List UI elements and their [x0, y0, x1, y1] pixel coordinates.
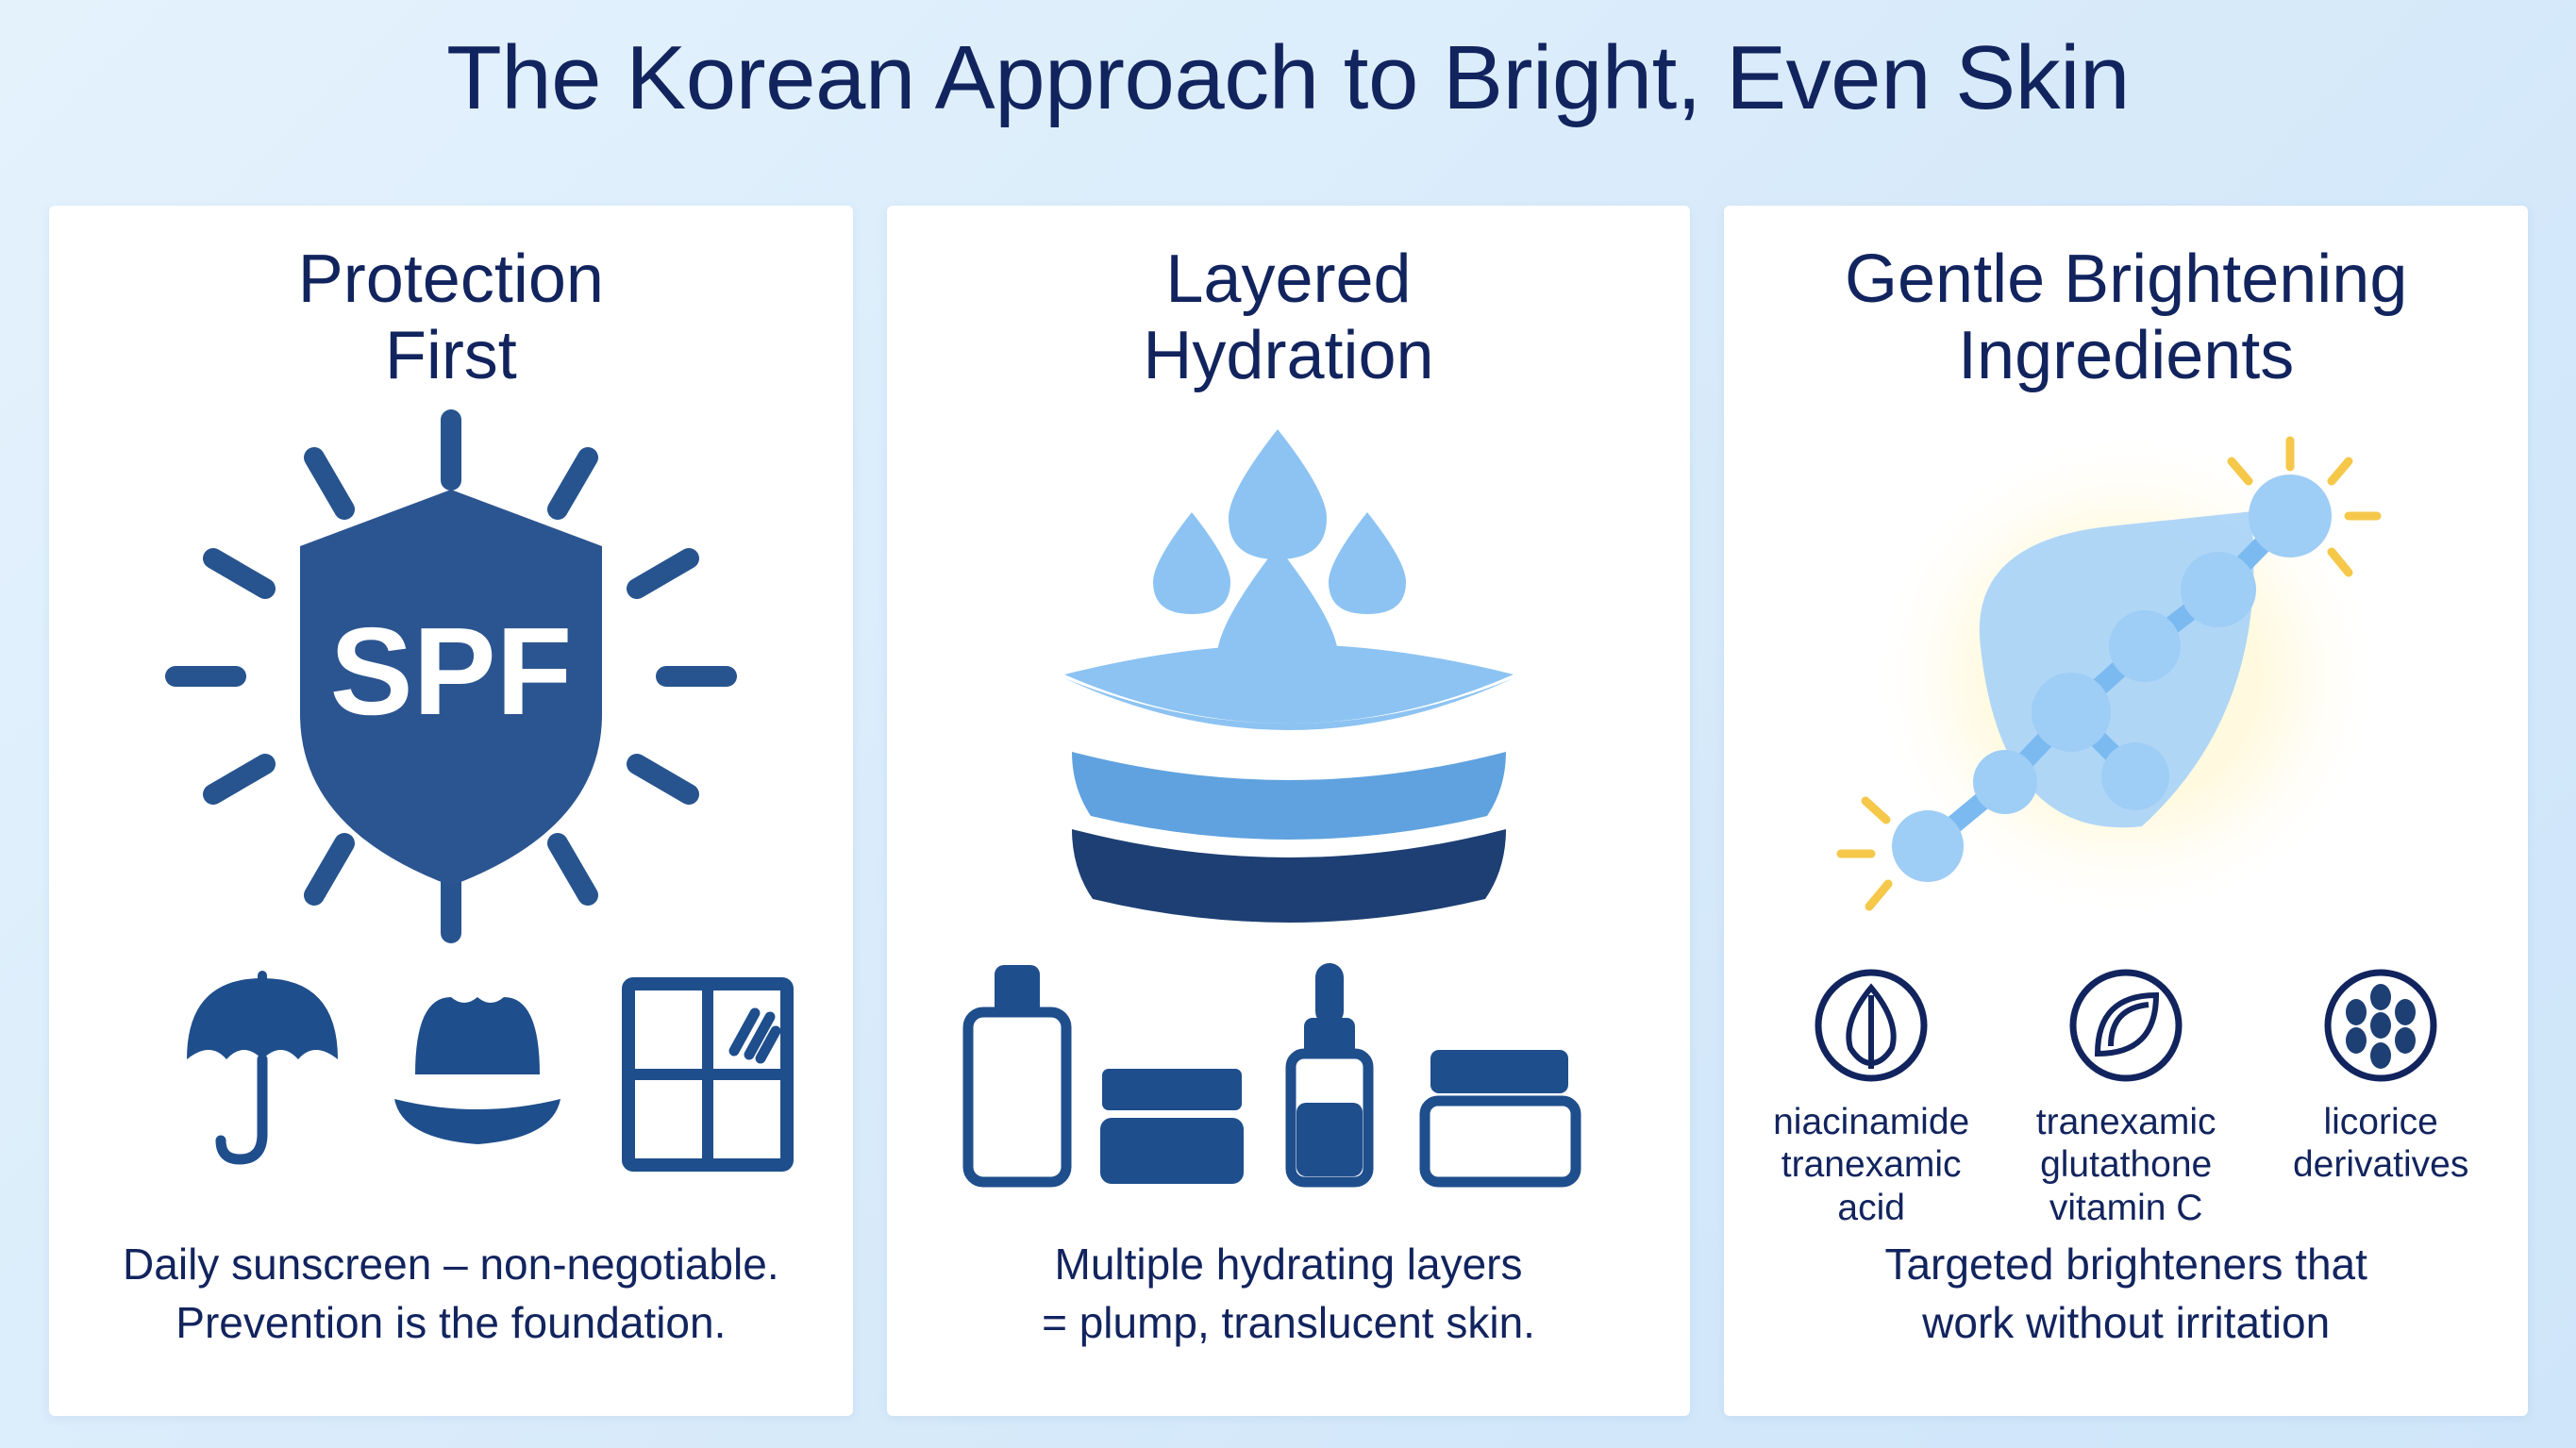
card-heading: Protection First — [297, 241, 604, 393]
sparkle-rays-bottom — [1836, 796, 1893, 911]
ingredient-niacinamide[interactable]: niacinamide tranexamic acid — [1752, 963, 1990, 1229]
card-caption: Targeted brighteners that work without i… — [1884, 1239, 2367, 1347]
window-shine-lines — [728, 1007, 781, 1064]
molecule-nodes — [1892, 474, 2333, 883]
cards-row: Protection First — [49, 206, 2529, 1416]
glowing-leaf-molecule-icon — [1724, 393, 2528, 959]
card-gentle-brightening[interactable]: Gentle Brightening Ingredients — [1724, 206, 2529, 1416]
hydration-layers-group — [1063, 644, 1514, 924]
card-layered-hydration[interactable]: Layered Hydration — [886, 206, 1691, 1416]
toner-bottle-icon — [962, 965, 1071, 1188]
ingredient-label: licorice derivatives — [2292, 1102, 2469, 1186]
spf-shield-svg: SPF — [164, 409, 737, 944]
seed-dots — [2346, 984, 2417, 1070]
ingredient-label: niacinamide tranexamic acid — [1773, 1102, 1970, 1228]
water-droplets-over-layers-icon — [887, 393, 1691, 959]
serum-dropper-bottle-icon — [1285, 963, 1373, 1188]
ingredient-label: tranexamic glutathone vitamin C — [2035, 1102, 2216, 1228]
card-caption: Daily sunscreen – non-negotiable. Preven… — [123, 1239, 779, 1347]
page-title: The Korean Approach to Bright, Even Skin — [446, 27, 2130, 128]
moisturizer-jar-icon — [1419, 1050, 1581, 1188]
ingredient-licorice[interactable]: licorice derivatives — [2262, 963, 2500, 1186]
window-icon — [621, 977, 794, 1173]
card-caption: Multiple hydrating layers = plump, trans… — [1042, 1239, 1535, 1347]
leaf-outline-circle-icon — [1815, 969, 1928, 1082]
sun-rays-group — [164, 409, 737, 944]
hydration-hero-svg — [1063, 429, 1514, 924]
protection-sub-icons — [49, 959, 853, 1176]
shield-label: SPF — [329, 602, 572, 741]
sun-hat-icon — [393, 997, 560, 1145]
card-heading: Layered Hydration — [1143, 241, 1434, 393]
ingredient-tranexamic[interactable]: tranexamic glutathone vitamin C — [2007, 963, 2245, 1229]
leaf-molecule-svg — [1836, 436, 2382, 913]
cream-jar-icon — [1099, 1069, 1244, 1185]
card-heading: Gentle Brightening Ingredients — [1844, 241, 2408, 393]
sparkle-rays-top — [2227, 436, 2382, 577]
ingredient-row: niacinamide tranexamic acid tranexamic g… — [1724, 963, 2528, 1229]
hydration-product-svg — [962, 963, 1581, 1188]
seed-cluster-circle-icon — [2324, 969, 2437, 1082]
spf-shield-with-sun-rays-icon: SPF — [49, 393, 853, 959]
card-protection-first[interactable]: Protection First — [49, 206, 853, 1416]
protection-sub-icon-svg — [186, 971, 794, 1173]
umbrella-icon — [186, 971, 338, 1165]
shield-shape — [299, 490, 602, 887]
leaf-swirl-circle-icon — [2069, 969, 2183, 1082]
hydration-product-icons — [887, 959, 1691, 1195]
